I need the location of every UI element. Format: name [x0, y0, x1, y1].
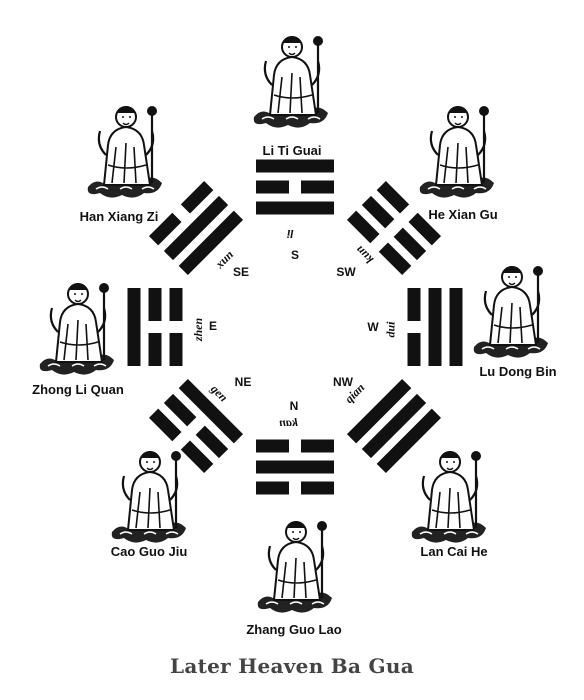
immortal-name-li-ti-guai: Li Ti Guai: [262, 143, 322, 158]
trigram-line-broken: [361, 195, 395, 229]
trigram-name-kan: kan: [279, 415, 298, 429]
immortal-name-zhang-guo-lao: Zhang Guo Lao: [246, 622, 342, 637]
immortal-name-han-xiang-zi: Han Xiang Zi: [79, 209, 159, 224]
trigram-xun: [148, 180, 244, 276]
trigram-line-broken: [301, 439, 334, 453]
trigram-line-broken: [301, 180, 334, 194]
trigram-line-broken: [195, 425, 229, 459]
trigram-line-solid: [178, 378, 244, 444]
direction-label-sw: SW: [336, 265, 356, 279]
direction-label-nw: NW: [333, 375, 353, 389]
trigram-line-broken: [163, 393, 197, 427]
trigram-line-broken: [256, 180, 289, 194]
trigram-line-broken: [256, 439, 289, 453]
trigram-line-solid: [361, 393, 427, 459]
immortal-figure-bottom: [257, 521, 332, 613]
trigram-line-broken: [180, 440, 214, 474]
trigram-name-dui: dui: [383, 321, 398, 338]
direction-label-se: SE: [232, 265, 250, 279]
direction-label-ne: NE: [234, 375, 252, 389]
diagram-title: Later Heaven Ba Gua: [169, 654, 415, 678]
trigram-line-solid: [376, 408, 442, 474]
trigram-line-solid: [256, 460, 334, 474]
trigram-line-broken: [407, 333, 421, 366]
trigram-line-solid: [256, 201, 334, 215]
trigram-dui: [407, 288, 463, 366]
trigram-line-broken: [180, 180, 214, 214]
trigram-line-broken: [148, 288, 162, 321]
immortal-name-lan-cai-he: Lan Cai He: [420, 544, 488, 559]
trigram-zhen: [127, 288, 183, 366]
trigram-line-broken: [378, 242, 412, 276]
trigram-layer: [127, 159, 463, 495]
direction-label-n: N: [289, 399, 299, 413]
immortal-figure-top-right: [419, 106, 494, 198]
trigram-li: [256, 159, 334, 215]
immortal-name-lu-dong-bin: Lu Dong Bin: [479, 364, 557, 379]
trigram-line-broken: [256, 481, 289, 495]
trigram-line-solid: [127, 288, 141, 366]
trigram-line-broken: [407, 288, 421, 321]
trigram-line-broken: [148, 212, 182, 246]
immortal-figures: [39, 36, 548, 613]
immortal-name-he-xian-gu: He Xian Gu: [428, 207, 498, 222]
trigram-line-solid: [178, 210, 244, 276]
trigram-line-broken: [376, 180, 410, 214]
trigram-line-solid: [449, 288, 463, 366]
immortal-figure-right: [473, 266, 548, 358]
trigram-gen: [148, 378, 244, 474]
direction-label-e: E: [208, 319, 218, 333]
immortal-figure-bottom-left: [111, 451, 186, 543]
trigram-line-solid: [428, 288, 442, 366]
immortal-figure-bottom-right: [411, 451, 486, 543]
trigram-line-broken: [169, 333, 183, 366]
trigram-line-broken: [148, 333, 162, 366]
trigram-line-broken: [408, 212, 442, 246]
trigram-kun: [346, 180, 442, 276]
trigram-line-solid: [346, 378, 412, 444]
direction-label-s: S: [290, 248, 300, 262]
immortal-figure-top: [253, 36, 328, 128]
trigram-line-broken: [346, 210, 380, 244]
trigram-qian: [346, 378, 442, 474]
immortal-name-zhong-li-quan: Zhong Li Quan: [32, 382, 124, 397]
trigram-line-broken: [148, 408, 182, 442]
immortal-figure-left: [39, 283, 114, 375]
immortal-name-cao-guo-jiu: Cao Guo Jiu: [110, 544, 188, 559]
trigram-name-zhen: zhen: [191, 317, 206, 342]
trigram-line-broken: [169, 288, 183, 321]
trigram-line-solid: [256, 159, 334, 173]
direction-label-w: W: [367, 320, 379, 334]
trigram-line-solid: [163, 195, 229, 261]
trigram-kan: [256, 439, 334, 495]
trigram-line-broken: [301, 481, 334, 495]
trigram-line-broken: [393, 227, 427, 261]
trigram-name-li: li: [287, 227, 294, 241]
immortal-figure-top-left: [87, 106, 162, 198]
